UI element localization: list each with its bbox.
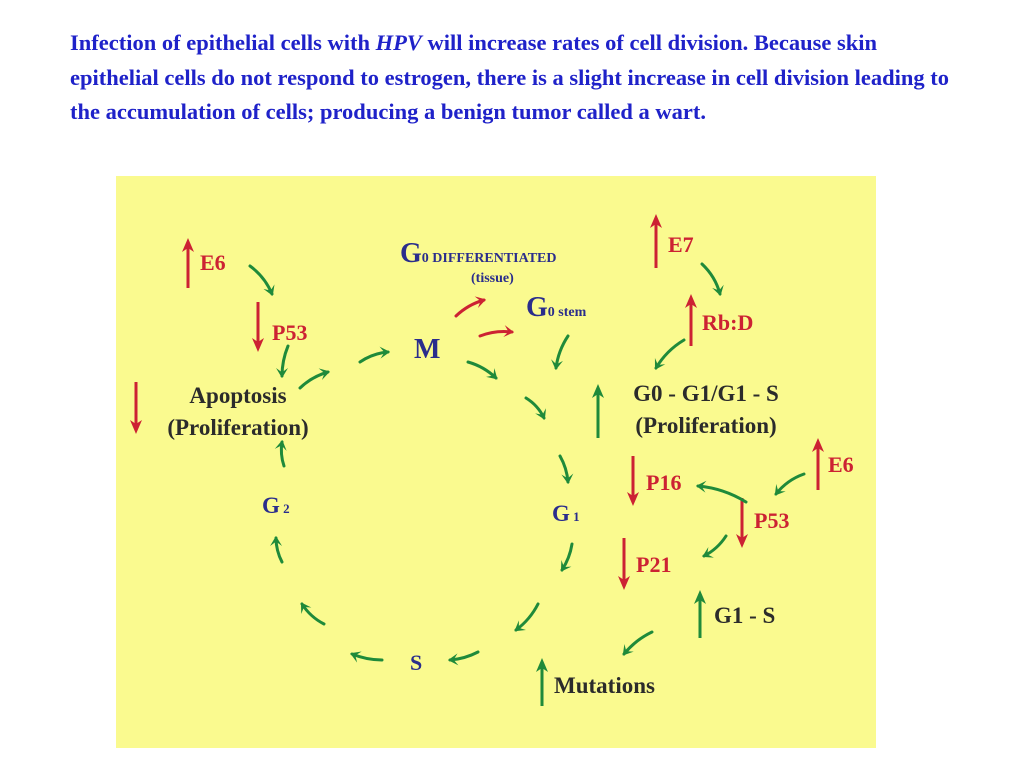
apoptosis-sub: (Proliferation) [167,415,309,440]
p21-label: P21 [636,552,672,577]
e7-to-rbd-arrow [700,262,724,296]
e6-right-label: E6 [828,452,854,477]
diagram-arrows [130,214,824,706]
e6-left-label: E6 [200,250,226,275]
intro-text-2: will increase rates of cell division. Be… [70,30,949,124]
g0-stem-letter: G [526,292,548,323]
p53-to-p21-arrow [702,534,728,558]
g1-letter: G [552,501,570,526]
g0-g1-s-label: G0 - G1/G1 - S (Proliferation) [606,378,806,442]
p53-to-apoptosis-arrow [276,344,290,378]
p53-right-down-arrow [736,498,748,548]
cell-cycle-diagram: G0 DIFFERENTIATED (tissue) G0 stem M E6 … [116,176,876,748]
mutations-up-arrow [536,658,548,706]
g1s-up-arrow [694,590,706,638]
apoptosis-label: Apoptosis (Proliferation) [150,380,326,444]
g0-stem-label: G0 stem [526,294,586,322]
e6-left-up-arrow [182,238,194,288]
g0-tissue-label: (tissue) [471,271,514,286]
s-phase-label: S [410,650,423,675]
m-to-g1-arrow-2 [524,396,546,420]
g0g1s-up-arrow [592,384,604,438]
mutations-label: Mutations [554,673,655,698]
g1-to-s-arrow-1 [560,542,574,572]
p53-right-label: P53 [754,508,790,533]
e7-up-arrow [650,214,662,268]
rbd-up-arrow [685,294,697,346]
apoptosis-to-m-arrow-1 [298,368,330,390]
g0-differentiated-sub: 0 DIFFERENTIATED [421,251,557,266]
p16-down-arrow [627,456,639,506]
e6-to-p53-arrow [248,264,275,296]
g2-letter: G [262,493,280,518]
g0-differentiated-label: G0 DIFFERENTIATED [400,240,556,268]
g2-to-apoptosis-arrow [274,440,287,468]
e6-to-p53-right-arrow [774,472,806,496]
g1-to-g1-arrow-3 [558,454,574,484]
rbd-label: Rb:D [702,310,754,335]
s-to-g2-arrow-2 [300,602,326,626]
g2-sub: 2 [279,501,290,516]
g1s-to-mutations-arrow [622,630,654,656]
g2-to-g2-arrow [270,536,284,564]
m-to-g1-arrow-1 [466,360,498,380]
g1-to-s-arrow-2 [514,602,540,632]
p16-label: P16 [646,470,682,495]
g0stem-down-arrow [551,334,570,370]
p53-left-down-arrow [252,302,264,352]
apoptosis-down-arrow [130,382,142,434]
apoptosis-to-m-arrow-2 [358,346,390,364]
s-to-s-arrow [448,650,480,666]
g2-phase-label: G 2 [262,494,290,517]
g1-phase-label: G 1 [552,502,580,525]
intro-hpv: HPV [375,30,422,55]
g0-g1-s-title: G0 - G1/G1 - S [633,381,779,406]
g0-g1-s-sub: (Proliferation) [635,413,777,438]
g1-s-label: G1 - S [714,603,776,628]
p53-left-label: P53 [272,320,308,345]
intro-text-1: Infection of epithelial cells with [70,30,376,55]
rbd-to-g0g1s-arrow [654,338,686,370]
e6-right-up-arrow [812,438,824,490]
p21-down-arrow [618,538,630,590]
m-to-g0-stem-arrow [478,325,514,338]
g0-differentiated-letter: G [400,238,422,269]
s-to-g2-arrow-1 [350,651,384,663]
e7-label: E7 [668,232,694,257]
apoptosis-title: Apoptosis [189,383,287,408]
p53-to-p16-arrow [696,480,748,504]
g0-stem-sub: 0 stem [547,305,587,320]
m-to-g0-diff-arrow [454,296,486,318]
m-phase-label: M [414,334,441,365]
intro-paragraph: Infection of epithelial cells with HPV w… [70,26,970,130]
g1-sub: 1 [569,509,580,524]
